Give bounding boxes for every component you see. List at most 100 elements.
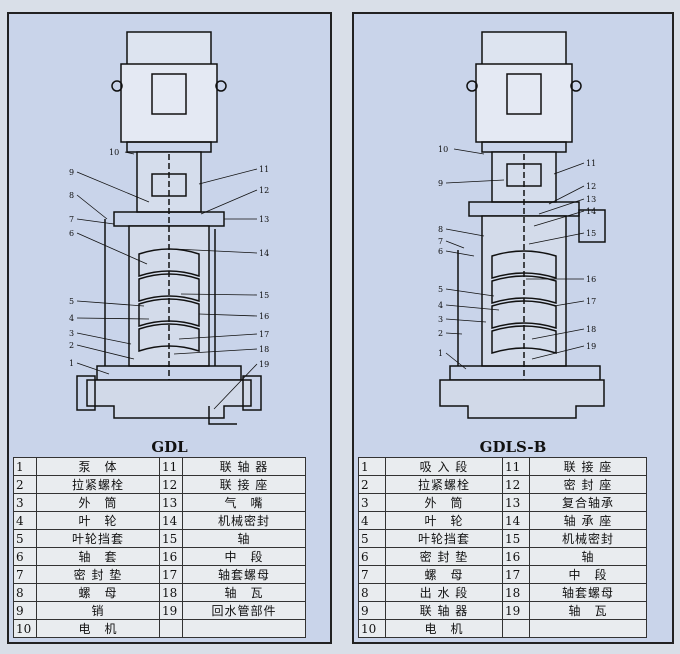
part-number: 10 [13,619,37,638]
part-name: 轴 [182,529,306,548]
part-number: 8 [358,583,386,602]
part-name: 中 段 [182,547,306,566]
svg-text:12: 12 [586,182,596,191]
motor-flange [126,141,212,153]
part-number: 13 [502,493,530,512]
svg-text:19: 19 [586,342,596,351]
part-number: 17 [159,565,183,584]
part-number: 16 [159,547,183,566]
part-name: 外 筒 [385,493,503,512]
part-name: 密 封 座 [529,475,647,494]
svg-text:11: 11 [586,159,596,168]
svg-text:1: 1 [69,359,74,368]
svg-text:16: 16 [586,275,596,284]
part-name: 密 封 垫 [385,547,503,566]
part-number: 13 [159,493,183,512]
part-number: 15 [502,529,530,548]
motor-terminal-box [151,73,187,115]
part-name: 出 水 段 [385,583,503,602]
svg-text:3: 3 [438,315,443,324]
part-number: 7 [13,565,37,584]
motor-flange [481,141,567,153]
gdls-b-caption: GDLS-B [479,438,547,456]
svg-text:19: 19 [259,360,269,369]
part-number: 11 [159,457,183,476]
suction-section [439,379,605,419]
part-name: 联 轴 器 [385,601,503,620]
part-number: 12 [159,475,183,494]
part-name: 轴 套 [36,547,160,566]
motor-body [120,63,218,143]
impeller-stages [138,248,200,353]
part-number: 1 [358,457,386,476]
motor-top-cover [126,31,212,67]
svg-text:18: 18 [259,345,269,354]
part-number: 6 [358,547,386,566]
part-number: 3 [358,493,386,512]
part-name: 吸 入 段 [385,457,503,476]
part-name: 轴 [529,547,647,566]
motor-top-cover [481,31,567,67]
part-name [182,619,306,638]
part-number: 17 [502,565,530,584]
svg-text:15: 15 [259,291,269,300]
svg-text:17: 17 [259,330,269,339]
part-number: 15 [159,529,183,548]
part-number: 16 [502,547,530,566]
pump-body-base [86,379,252,419]
svg-text:12: 12 [259,186,269,195]
part-name: 螺 母 [385,565,503,584]
part-name: 机械密封 [529,529,647,548]
svg-text:6: 6 [69,229,74,238]
part-name: 气 嘴 [182,493,306,512]
part-number: 2 [13,475,37,494]
motor-lifting-eye-left [466,80,478,92]
part-name: 机械密封 [182,511,306,530]
part-name: 中 段 [529,565,647,584]
part-number: 14 [159,511,183,530]
part-number: 14 [502,511,530,530]
part-name: 叶轮挡套 [36,529,160,548]
part-name: 拉紧螺栓 [385,475,503,494]
svg-text:16: 16 [259,312,269,321]
part-number: 8 [13,583,37,602]
part-name: 电 机 [385,619,503,638]
outlet-flange [242,375,262,411]
outlet-nozzle [578,209,606,243]
part-number: 12 [502,475,530,494]
part-name: 电 机 [36,619,160,638]
base-flange [449,365,601,381]
svg-text:3: 3 [69,329,74,338]
part-number: 10 [358,619,386,638]
part-number: 4 [13,511,37,530]
part-number: 3 [13,493,37,512]
part-number: 1 [13,457,37,476]
part-number [159,619,183,638]
part-name: 泵 体 [36,457,160,476]
svg-text:7: 7 [69,215,74,224]
svg-text:14: 14 [586,207,596,216]
part-number: 19 [502,601,530,620]
svg-text:8: 8 [438,225,443,234]
part-name: 销 [36,601,160,620]
part-number: 4 [358,511,386,530]
svg-text:4: 4 [69,314,74,323]
svg-text:14: 14 [259,249,269,258]
